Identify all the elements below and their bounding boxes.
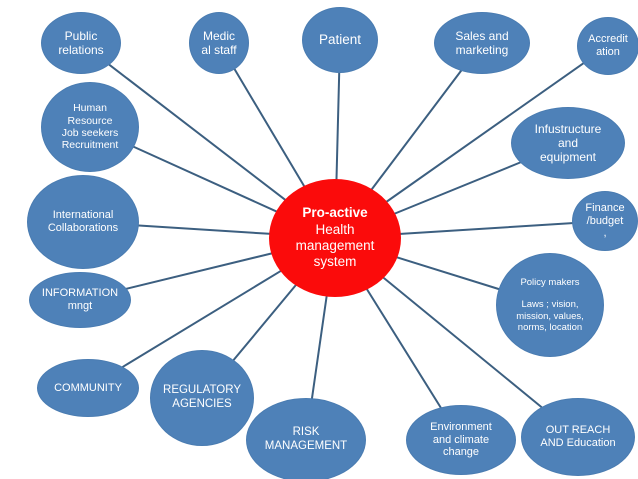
node-accreditation[interactable]: Accredit ation xyxy=(577,17,638,75)
node-label-public-relations: Public relations xyxy=(58,28,104,57)
node-label-international-collaborations: International Collaborations xyxy=(47,209,119,234)
node-information-mngt[interactable]: INFORMATION mngt xyxy=(29,272,131,328)
connector-environment-climate xyxy=(366,288,442,409)
connector-finance-budget xyxy=(399,222,574,235)
connector-policy-makers xyxy=(396,256,500,290)
connector-outreach-education xyxy=(382,276,543,409)
node-label-human-resource: Human Resource Job seekers Recruitment xyxy=(61,102,119,152)
node-label-environment-climate: Environment and climate change xyxy=(430,420,492,459)
connector-community xyxy=(121,270,282,368)
connector-sales-marketing xyxy=(370,69,462,191)
node-medical-staff[interactable]: Medic al staff xyxy=(189,12,249,74)
node-label-risk-management: RISK MANAGEMENT xyxy=(264,426,348,452)
connector-international-collaborations xyxy=(137,224,271,235)
connector-infrastructure-equipment xyxy=(394,161,522,215)
connector-public-relations xyxy=(108,63,286,201)
node-outreach-education[interactable]: OUT REACH AND Education xyxy=(521,398,635,476)
node-label-finance-budget: Finance /budget , xyxy=(585,201,625,240)
node-regulatory-agencies[interactable]: REGULATORY AGENCIES xyxy=(150,350,254,446)
connector-medical-staff xyxy=(233,68,305,187)
node-label-infrastructure-equipment: Infustructure and equipment xyxy=(534,121,602,165)
connector-human-resource xyxy=(132,145,278,213)
node-label-outreach-education: OUT REACH AND Education xyxy=(540,424,616,449)
connector-accreditation xyxy=(385,62,585,203)
connector-information-mngt xyxy=(125,252,273,290)
node-policy-makers[interactable]: Policy makers Laws ; vision, mission, va… xyxy=(496,253,604,357)
node-human-resource[interactable]: Human Resource Job seekers Recruitment xyxy=(41,82,139,172)
node-public-relations[interactable]: Public relations xyxy=(41,12,121,74)
node-sales-marketing[interactable]: Sales and marketing xyxy=(434,12,530,74)
node-label-sales-marketing: Sales and marketing xyxy=(455,28,509,57)
node-label-policy-makers: Policy makers Laws ; vision, mission, va… xyxy=(516,276,584,333)
node-label-accreditation: Accredit ation xyxy=(588,33,628,58)
node-label-community: COMMUNITY xyxy=(54,381,122,394)
node-international-collaborations[interactable]: International Collaborations xyxy=(27,175,139,269)
node-label-patient: Patient xyxy=(318,32,362,48)
node-infrastructure-equipment[interactable]: Infustructure and equipment xyxy=(511,107,625,179)
connector-patient xyxy=(335,72,341,180)
node-risk-management[interactable]: RISK MANAGEMENT xyxy=(246,398,366,479)
center-node-title: Pro-active xyxy=(302,205,368,221)
node-community[interactable]: COMMUNITY xyxy=(37,359,139,417)
node-label-information-mngt: INFORMATION mngt xyxy=(41,287,119,312)
connector-risk-management xyxy=(311,295,328,400)
node-label-regulatory-agencies: REGULATORY AGENCIES xyxy=(163,384,241,410)
node-environment-climate[interactable]: Environment and climate change xyxy=(406,405,516,475)
center-node-subtitle: Health management system xyxy=(295,221,375,270)
connector-regulatory-agencies xyxy=(232,284,297,361)
node-label-medical-staff: Medic al staff xyxy=(201,28,237,57)
node-finance-budget[interactable]: Finance /budget , xyxy=(572,191,638,251)
node-patient[interactable]: Patient xyxy=(302,7,378,73)
